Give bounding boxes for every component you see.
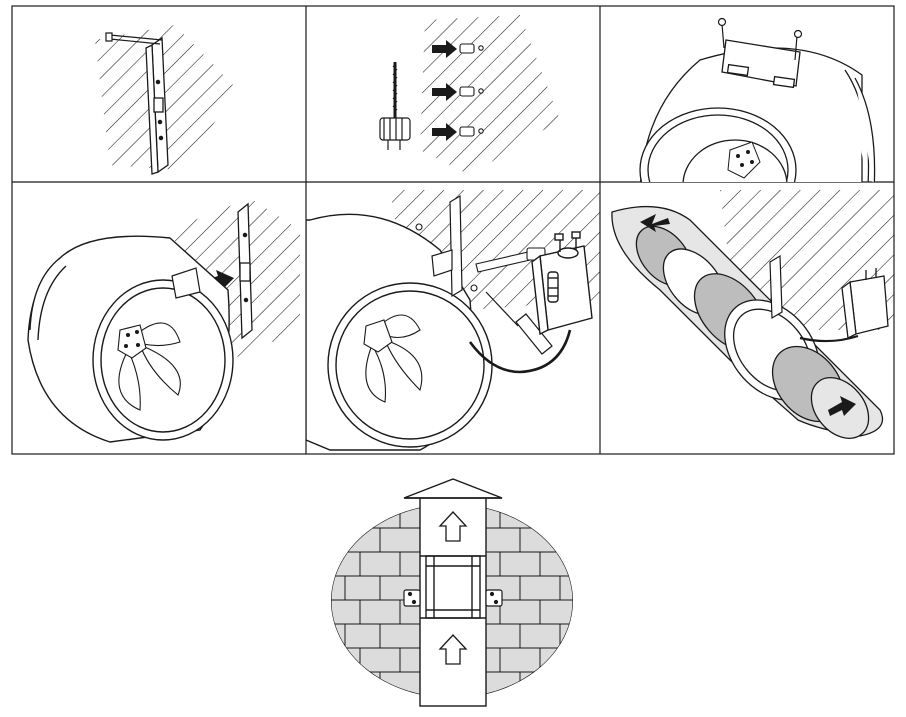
panel-1-mount-bracket (95, 25, 238, 175)
wall-bracket (769, 254, 783, 320)
arrow-icon-airflow-out (640, 214, 670, 232)
power-cable (799, 334, 859, 343)
power-cable (468, 329, 572, 374)
drill-bit-icon (379, 62, 411, 150)
screwdriver-icon (485, 291, 553, 355)
control-box (531, 231, 593, 336)
vertical-duct-figure (331, 478, 573, 707)
wall-bracket (431, 194, 463, 298)
panel-5-control-box (306, 190, 600, 451)
panel-2-drill-plugs (379, 15, 560, 175)
wall-plug-icon (459, 43, 484, 137)
wall-bracket (145, 36, 169, 175)
panel-4-attach-fan (27, 198, 300, 443)
arrow-up-icon (438, 511, 468, 665)
fan-hub (727, 141, 761, 179)
fan-blade-icon (117, 322, 181, 411)
fan-blade-icon (363, 314, 423, 403)
duct-assembly (611, 205, 884, 439)
control-box (841, 268, 889, 339)
screw-icon (105, 32, 163, 45)
wall-bracket (237, 202, 253, 340)
arrow-icon-airflow-in (828, 396, 856, 416)
mounting-bracket (403, 589, 503, 607)
screw-icon (717, 17, 803, 61)
arrow-right-icon (432, 40, 457, 141)
mounting-bracket (721, 39, 801, 89)
mounting-bracket (171, 267, 201, 299)
panel-6-duct-connection (611, 190, 894, 439)
panel-3-bracket-on-housing (639, 17, 876, 182)
